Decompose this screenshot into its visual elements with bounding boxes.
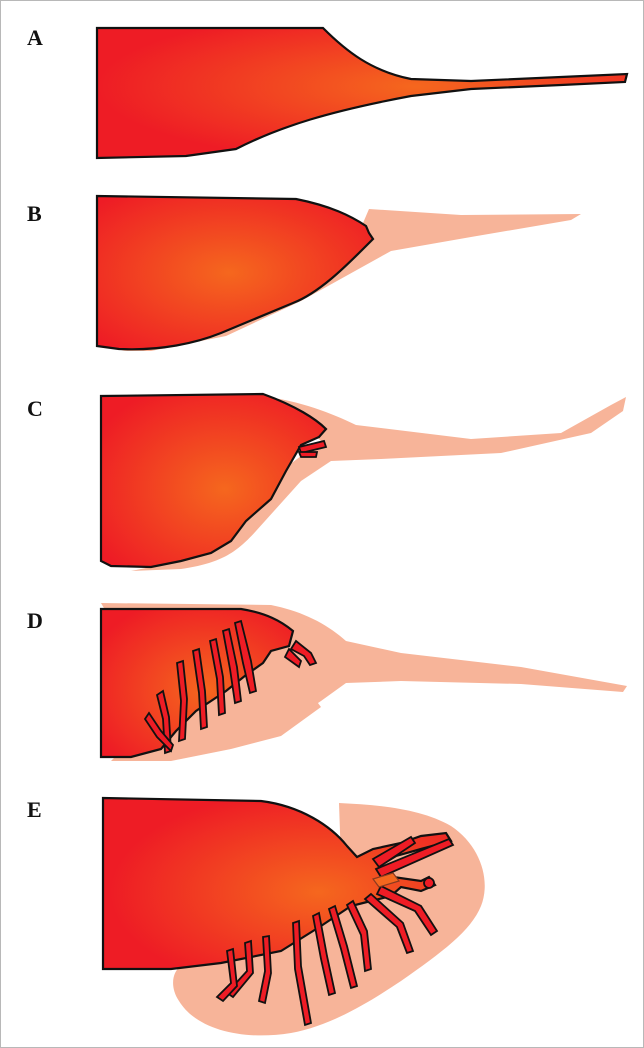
panel-e-shape [103, 798, 485, 1035]
panel-d-shape [101, 603, 627, 761]
panel-a-shape [97, 28, 627, 158]
panel-b-shape [97, 196, 581, 351]
panel-c-shape [101, 394, 626, 571]
